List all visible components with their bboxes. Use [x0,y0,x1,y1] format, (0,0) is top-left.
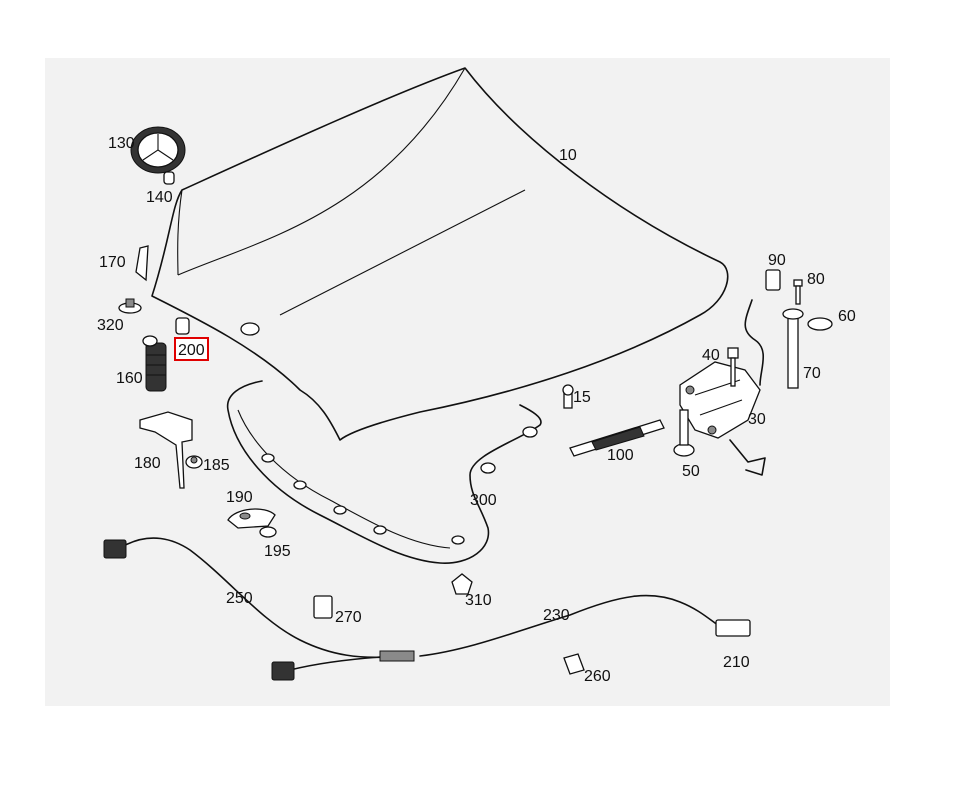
ball-stud-part-15[interactable] [562,384,574,409]
nut-part-185[interactable] [185,455,203,469]
emblem-part-130[interactable] [130,126,186,174]
callout-260[interactable]: 260 [584,668,611,685]
callout-190[interactable]: 190 [226,489,253,506]
callout-250[interactable]: 250 [226,590,253,607]
callout-170[interactable]: 170 [99,254,126,271]
callout-40[interactable]: 40 [702,347,720,364]
bolt-part-40[interactable] [727,347,739,387]
switch-part-90[interactable] [765,269,781,291]
callout-320[interactable]: 320 [97,317,124,334]
pin-part-70[interactable] [782,308,804,389]
clip-part-310[interactable] [451,573,473,595]
clip-part-270[interactable] [313,595,333,619]
callout-130[interactable]: 130 [108,135,135,152]
release-cable-part-230[interactable] [419,594,751,657]
release-cable-part-250[interactable] [103,537,415,681]
hood-part-10[interactable] [151,67,729,441]
clip-part-260[interactable] [563,653,585,675]
callout-15[interactable]: 15 [573,389,591,406]
callout-200[interactable]: 200 [178,342,205,359]
part-50[interactable] [673,409,695,457]
part-320[interactable] [118,298,142,314]
part-195[interactable] [259,526,277,538]
gas-spring-grommet-part-160[interactable] [142,335,167,392]
callout-50[interactable]: 50 [682,463,700,480]
callout-180[interactable]: 180 [134,455,161,472]
callout-60[interactable]: 60 [838,308,856,325]
highlight-box [174,337,209,361]
callout-10[interactable]: 10 [559,147,577,164]
callout-195[interactable]: 195 [264,543,291,560]
callout-30[interactable]: 30 [748,411,766,428]
gas-strut-part-100[interactable] [569,419,665,457]
insulation-part-300[interactable] [226,380,542,564]
callout-160[interactable]: 160 [116,370,143,387]
bracket-part-180[interactable] [139,411,193,489]
callout-185[interactable]: 185 [203,457,230,474]
screw-part-80[interactable] [793,279,803,305]
callout-80[interactable]: 80 [807,271,825,288]
callout-90[interactable]: 90 [768,252,786,269]
callout-230[interactable]: 230 [543,607,570,624]
part-170[interactable] [135,245,149,282]
callout-270[interactable]: 270 [335,609,362,626]
grommet-part-60[interactable] [807,317,833,331]
callout-300[interactable]: 300 [470,492,497,509]
clip-part-140[interactable] [163,171,175,185]
part-190[interactable] [227,508,276,529]
callout-100[interactable]: 100 [607,447,634,464]
callout-70[interactable]: 70 [803,365,821,382]
callout-210[interactable]: 210 [723,654,750,671]
callout-140[interactable]: 140 [146,189,173,206]
wire-harness [744,299,764,386]
callout-310[interactable]: 310 [465,592,492,609]
bump-stop-part-200[interactable] [175,317,190,335]
